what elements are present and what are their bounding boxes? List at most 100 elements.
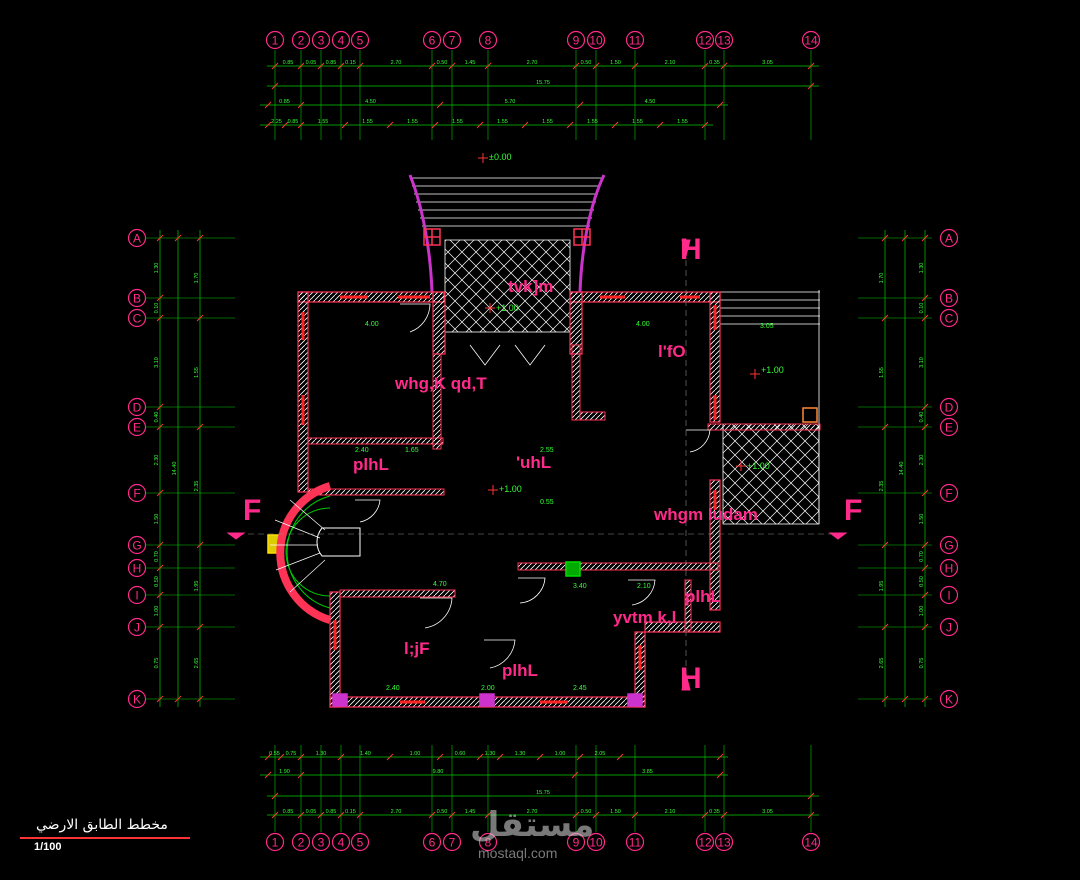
dim-bottom-row3-tick (701, 811, 709, 819)
dim-bottom-row3-label: 0.50 (581, 809, 592, 815)
dim-bottom-row1-tick (536, 753, 544, 761)
dim-top-row1-label: 0.35 (709, 60, 720, 66)
dim-top-row1-label: 3.05 (762, 60, 773, 66)
grid-bubble-row-E: E (945, 421, 953, 435)
dim-left-a-label: 0.75 (154, 658, 160, 669)
dim-top-row2-label: 4.50 (365, 99, 376, 105)
inner-dim: 2.40 (386, 685, 400, 692)
dim-top-row3-label: 1.55 (677, 119, 688, 125)
dim-top-row2-tick (264, 101, 272, 109)
grid-bubble-col-8-circle (478, 30, 498, 50)
inner-dim: 4.00 (636, 321, 650, 328)
grid-bubble-col-5: 5 (357, 836, 364, 850)
dim-top-row3-tick (341, 121, 349, 129)
dim-top-row1-label: 2.10 (665, 60, 676, 66)
dim-top-row3-tick (566, 121, 574, 129)
dim-top-row1-label: 0.15 (345, 60, 356, 66)
dim-left-a-tick (156, 541, 164, 549)
dim-top-row1-tick (356, 62, 364, 70)
dim-right-b-tick (881, 423, 889, 431)
inner-dim: 3.40 (573, 583, 587, 590)
dim-top-row1-label: 1.50 (610, 60, 621, 66)
dim-right-a-label: 0.70 (919, 551, 925, 562)
watermark: مستقل mostaql.com (470, 805, 620, 865)
grid-bubble-col-14-circle (801, 832, 821, 852)
room-labels: tvk]m whg,K qd,T l'fO plhL 'uhL whgm lud… (353, 277, 758, 680)
grid-bubble-row-G: G (944, 539, 953, 553)
entrance-curve-left (408, 174, 434, 293)
grid-bubble-row-H-circle (939, 558, 959, 578)
section-mark-top: H (680, 233, 702, 266)
grid-bubble-col-10: 10 (589, 34, 603, 48)
grid-bubble-row-D: D (945, 401, 954, 415)
dim-top-row1-label: 2.70 (391, 60, 402, 66)
dim-bottom-row3-label: 2.10 (665, 809, 676, 815)
dim-top-row1-tick (271, 62, 279, 70)
building-plan (226, 153, 848, 708)
dim-top-row3-label: 2.25 (271, 119, 282, 125)
grid-bubble-col-3-circle (311, 832, 331, 852)
dim-bottom-row3-tick (297, 811, 305, 819)
dim-top-total-tick (271, 82, 279, 90)
dim-top-row3-tick (476, 121, 484, 129)
dim-top-row1-tick (631, 62, 639, 70)
grid-bubble-col-7: 7 (449, 34, 456, 48)
grid-bubble-col-2-circle (291, 30, 311, 50)
dim-top-row1-label: 2.70 (527, 60, 538, 66)
grid-bubble-row-H: H (133, 562, 142, 576)
right-stairs (720, 290, 820, 524)
dim-left-a-tick (156, 623, 164, 631)
grid-bubble-col-2: 2 (298, 836, 305, 850)
dim-left-a-label: 1.00 (154, 606, 160, 617)
dim-right-total-label: 14.40 (899, 462, 905, 476)
entrance-curve-right (578, 174, 606, 293)
dim-top-row1-label: 0.85 (283, 60, 294, 66)
dim-left-a-label: 0.50 (154, 576, 160, 587)
dim-bottom-row1-tick (496, 753, 504, 761)
dim-right-a-label: 0.75 (919, 658, 925, 669)
dim-left-total-label: 14.40 (172, 462, 178, 476)
dim-top-row1-tick (317, 62, 325, 70)
dim-left-a-tick (156, 695, 164, 703)
dim-bottom-row3-tick (720, 811, 728, 819)
grid-bubble-col-6-circle (422, 30, 442, 50)
grid-bubble-row-A: A (945, 232, 953, 246)
dim-top-row1-label: 0.50 (437, 60, 448, 66)
room-label-kitchen: l'fO (658, 342, 686, 361)
inner-dim: 0.55 (540, 499, 554, 506)
grid-bubble-row-A-circle (127, 228, 147, 248)
grid-bubble-col-12: 12 (698, 836, 712, 850)
door-swings (355, 303, 711, 669)
grid-bubble-col-3: 3 (318, 34, 325, 48)
dim-top-row3-label: 1.55 (452, 119, 463, 125)
room-label-guest: whg,K qd,T (394, 374, 487, 393)
dim-bottom-row3-tick (337, 811, 345, 819)
grid-bubble-col-5-circle (350, 30, 370, 50)
level-label-right: +1.00 (761, 365, 784, 375)
grid-bubble-col-7-circle (442, 30, 462, 50)
dim-right-b-tick (881, 623, 889, 631)
level-labels: ±0.00 +1.00 +1.00 +1.00 +1.00 (489, 152, 784, 494)
grid-bubble-col-9: 9 (573, 836, 580, 850)
dim-bottom-row1-label: 1.30 (515, 751, 526, 757)
grid-bubble-col-3-circle (311, 30, 331, 50)
grid-bubble-col-10: 10 (589, 836, 603, 850)
drawing-title: مخطط الطابق الارضي (36, 817, 168, 833)
room-label-dining: whgm ludam (653, 505, 758, 524)
grid-bubble-row-C: C (945, 312, 954, 326)
grid-bubble-row-G: G (132, 539, 141, 553)
dim-right-a-tick (921, 294, 929, 302)
dim-left-a-tick (156, 234, 164, 242)
dim-top-row2-label: 0.85 (279, 99, 290, 105)
dim-bottom-row1-tick (436, 753, 444, 761)
grid-bubble-row-J-circle (939, 617, 959, 637)
dim-left-a-tick (156, 403, 164, 411)
grid-bubble-col-7-circle (442, 832, 462, 852)
room-label-office: yvtm k,l (613, 608, 676, 627)
grid-bubble-row-D-circle (939, 397, 959, 417)
grid-bubble-col-8: 8 (485, 836, 492, 850)
dim-right-b-tick (881, 234, 889, 242)
dim-right-total-tick (901, 695, 909, 703)
dim-bottom-row1-tick (616, 753, 624, 761)
